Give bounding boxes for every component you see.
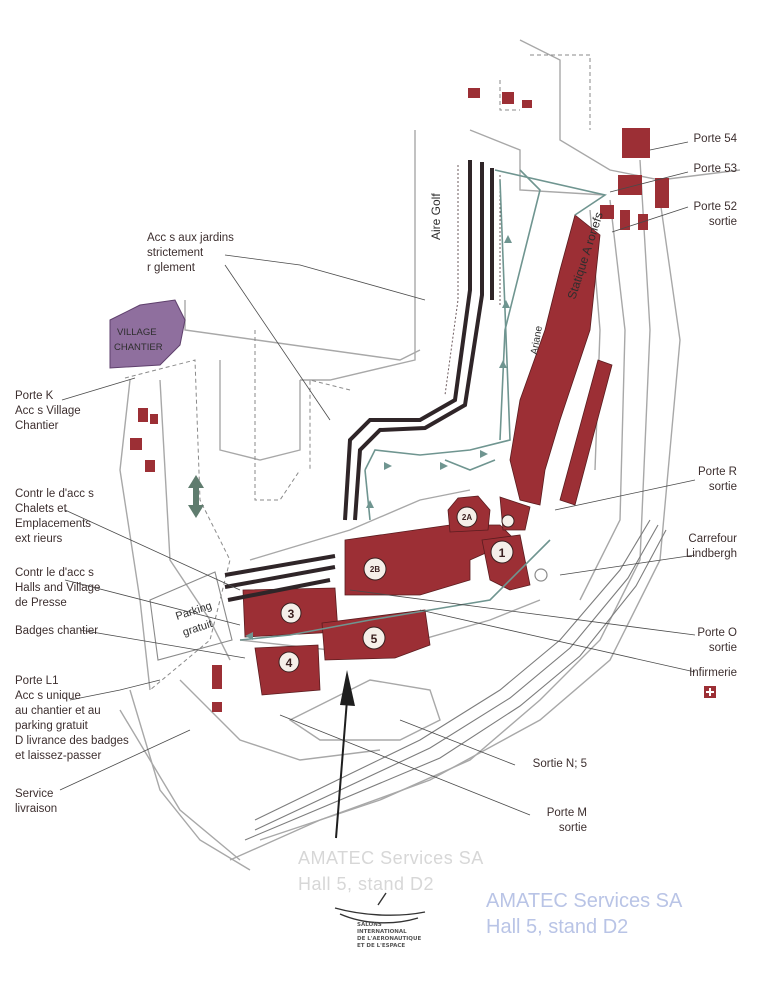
carrefour-line2: Lindbergh (685, 548, 737, 560)
label-porte-o: Porte O sortie (697, 626, 737, 656)
highway (244, 519, 667, 841)
logo-line4: ET DE L'ESPACE (357, 943, 406, 949)
acces-jardins-line1: Acc s aux jardins (147, 232, 234, 244)
annotation-dark-line1: AMATEC Services SA (298, 848, 484, 868)
hall-long-right (559, 359, 613, 506)
controle-chalets-line2: Chalets et (15, 503, 67, 515)
porte-l1-line5: D livrance des badges (15, 735, 129, 747)
label-badges-chantier: Badges chantier (15, 624, 98, 639)
porte-54-text: Porte 54 (693, 133, 737, 145)
porte-k-line1: Porte K (15, 390, 54, 402)
logo-line1: SALONS (357, 922, 382, 928)
annotation-company-name: AMATEC Services SA (486, 890, 683, 912)
green-arrow-icon (188, 475, 204, 518)
parking-area (149, 571, 233, 661)
controle-halls-line2: Halls and Village (15, 582, 101, 594)
label-porte-l1: Porte L1 Acc s unique au chantier et au … (15, 674, 129, 764)
label-infirmerie: Infirmerie (689, 666, 737, 681)
controle-chalets-line3: Emplacements (15, 518, 92, 530)
controle-chalets-line4: ext rieurs (15, 533, 63, 545)
badges-chantier-text: Badges chantier (15, 625, 99, 637)
label-porte-52: Porte 52 sortie (694, 200, 737, 230)
label-controle-halls: Contr le d'acc s Halls and Village de Pr… (15, 566, 100, 611)
label-porte-54: Porte 54 (694, 132, 737, 147)
acces-jardins-line2: strictement (147, 247, 204, 259)
leader-lines (59, 141, 696, 816)
small-buildings (130, 88, 669, 712)
controle-halls-line3: de Presse (15, 597, 67, 609)
village-label-1: VILLAGE (117, 327, 157, 338)
arrow-to-hall5-icon (335, 670, 355, 839)
service-livraison-line1: Service (15, 788, 54, 800)
carrefour-line1: Carrefour (688, 533, 737, 545)
hall-num-2a: 2A (462, 513, 472, 522)
salon-logo-icon (334, 892, 426, 924)
label-porte-53: Porte 53 (694, 162, 737, 177)
pavilion-rows (224, 160, 494, 602)
porte-o-line2: sortie (708, 642, 737, 654)
parking-label-2: gratuit (181, 618, 214, 639)
village-label-2: CHANTIER (114, 342, 163, 353)
label-porte-r: Porte R sortie (698, 465, 737, 495)
annotation-dark: AMATEC Services SA Hall 5, stand D2 (298, 845, 484, 897)
porte-r-line1: Porte R (698, 466, 737, 478)
path-arrows (245, 235, 512, 640)
annotation-stand: Hall 5, stand D2 (486, 916, 629, 938)
porte-52-line2: sortie (708, 216, 737, 228)
road-network (119, 39, 741, 871)
village-chantier (109, 299, 186, 369)
label-controle-chalets: Contr le d'acc s Chalets et Emplacements… (15, 487, 94, 547)
porte-k-line2: Acc s Village (15, 405, 81, 417)
visitor-paths (239, 169, 607, 641)
label-carrefour: Carrefour Lindbergh (686, 532, 737, 562)
porte-r-line2: sortie (708, 481, 737, 493)
porte-l1-line2: Acc s unique (15, 690, 81, 702)
acces-jardins-line3: r glement (147, 262, 195, 274)
porte-l1-line1: Porte L1 (15, 675, 59, 687)
label-porte-k: Porte K Acc s Village Chantier (15, 389, 81, 434)
salon-logo-text: SALONS INTERNATIONAL DE L'AERONAUTIQUE E… (357, 922, 421, 950)
annotation-company: AMATEC Services SA Hall 5, stand D2 (486, 888, 682, 940)
hall-num-3: 3 (288, 607, 295, 621)
label-acces-jardins: Acc s aux jardins strictement r glement (147, 231, 234, 276)
roundabout (534, 568, 548, 582)
porte-m-line1: Porte M (546, 807, 587, 819)
label-porte-m: Porte M sortie (547, 806, 587, 836)
controle-chalets-line1: Contr le d'acc s (15, 488, 94, 500)
porte-k-line3: Chantier (15, 420, 59, 432)
hall-num-4: 4 (286, 656, 293, 670)
controle-halls-line1: Contr le d'acc s (15, 567, 94, 579)
porte-53-text: Porte 53 (693, 163, 737, 175)
infirmerie-text: Infirmerie (689, 667, 737, 679)
porte-m-line2: sortie (558, 822, 587, 834)
infirmerie-cross-icon (704, 686, 716, 698)
aire-golf-label: Aire Golf (429, 193, 443, 240)
porte-52-line1: Porte 52 (693, 201, 737, 213)
logo-line3: DE L'AERONAUTIQUE (357, 936, 422, 942)
annotation-dark-line2: Hall 5, stand D2 (298, 874, 435, 894)
porte-l1-line6: et laissez-passer (15, 750, 102, 762)
logo-line2: INTERNATIONAL (357, 929, 407, 935)
sortie-n5-text: Sortie N; 5 (532, 758, 587, 770)
label-sortie-n5: Sortie N; 5 (533, 757, 587, 772)
label-service-livraison: Service livraison (15, 787, 57, 817)
hall-circles (278, 506, 515, 673)
ariane-label: Ariane (529, 325, 545, 356)
hall-num-1: 1 (499, 546, 506, 560)
hall-statique (509, 214, 601, 506)
porte-l1-line4: parking gratuit (15, 720, 88, 732)
service-livraison-line2: livraison (15, 803, 58, 815)
porte-l1-line3: au chantier et au (15, 705, 101, 717)
hall-num-5: 5 (371, 632, 378, 646)
hall-num-2b: 2B (370, 565, 380, 574)
porte-o-line1: Porte O (697, 627, 737, 639)
